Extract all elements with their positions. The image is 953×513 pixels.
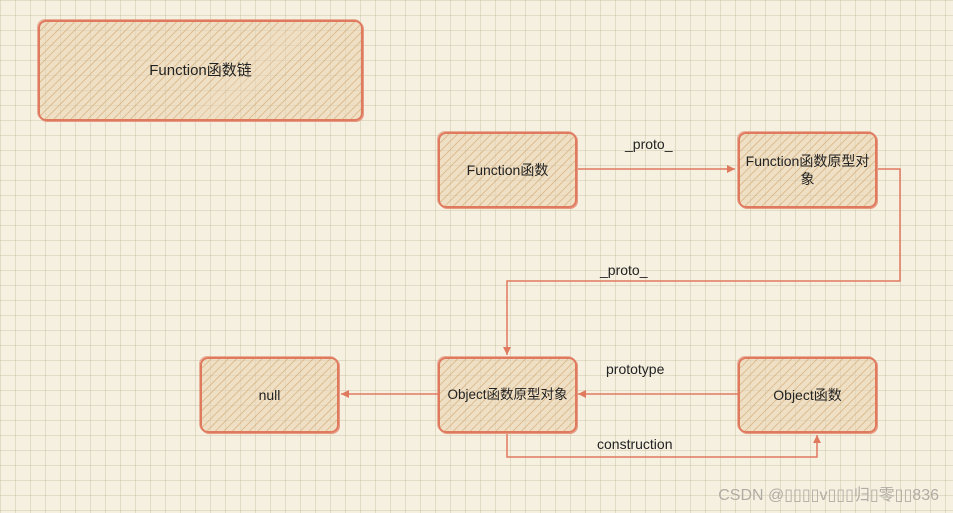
edge-label-construction: construction — [597, 436, 673, 452]
diagram-title: Function函数链 — [149, 61, 252, 79]
node-function: Function函数 — [438, 132, 577, 208]
edge-label-proto-chain: _proto_ — [600, 262, 648, 278]
node-null-label: null — [258, 387, 281, 403]
edge-label-prototype: prototype — [606, 361, 665, 377]
edge-proto-to-object-proto — [503, 168, 901, 355]
node-function-label: Function函数 — [466, 162, 549, 178]
node-object: Object函数 — [738, 357, 877, 433]
node-object-prototype: Object函数原型对象 — [438, 357, 577, 433]
node-null: null — [200, 357, 339, 433]
diagram-title-box: Function函数链 — [38, 20, 363, 121]
node-function-prototype: Function函数原型对象 — [738, 132, 877, 208]
edge-label-function-proto: _proto_ — [625, 136, 673, 152]
node-object-prototype-label: Object函数原型对象 — [447, 387, 568, 402]
edge-object-proto-to-object — [506, 433, 821, 458]
node-function-prototype-label: Function函数原型对象 — [745, 153, 870, 187]
watermark: CSDN @▯▯▯▯v▯▯▯归▯零▯▯836 — [718, 487, 939, 504]
node-object-label: Object函数 — [773, 387, 842, 403]
